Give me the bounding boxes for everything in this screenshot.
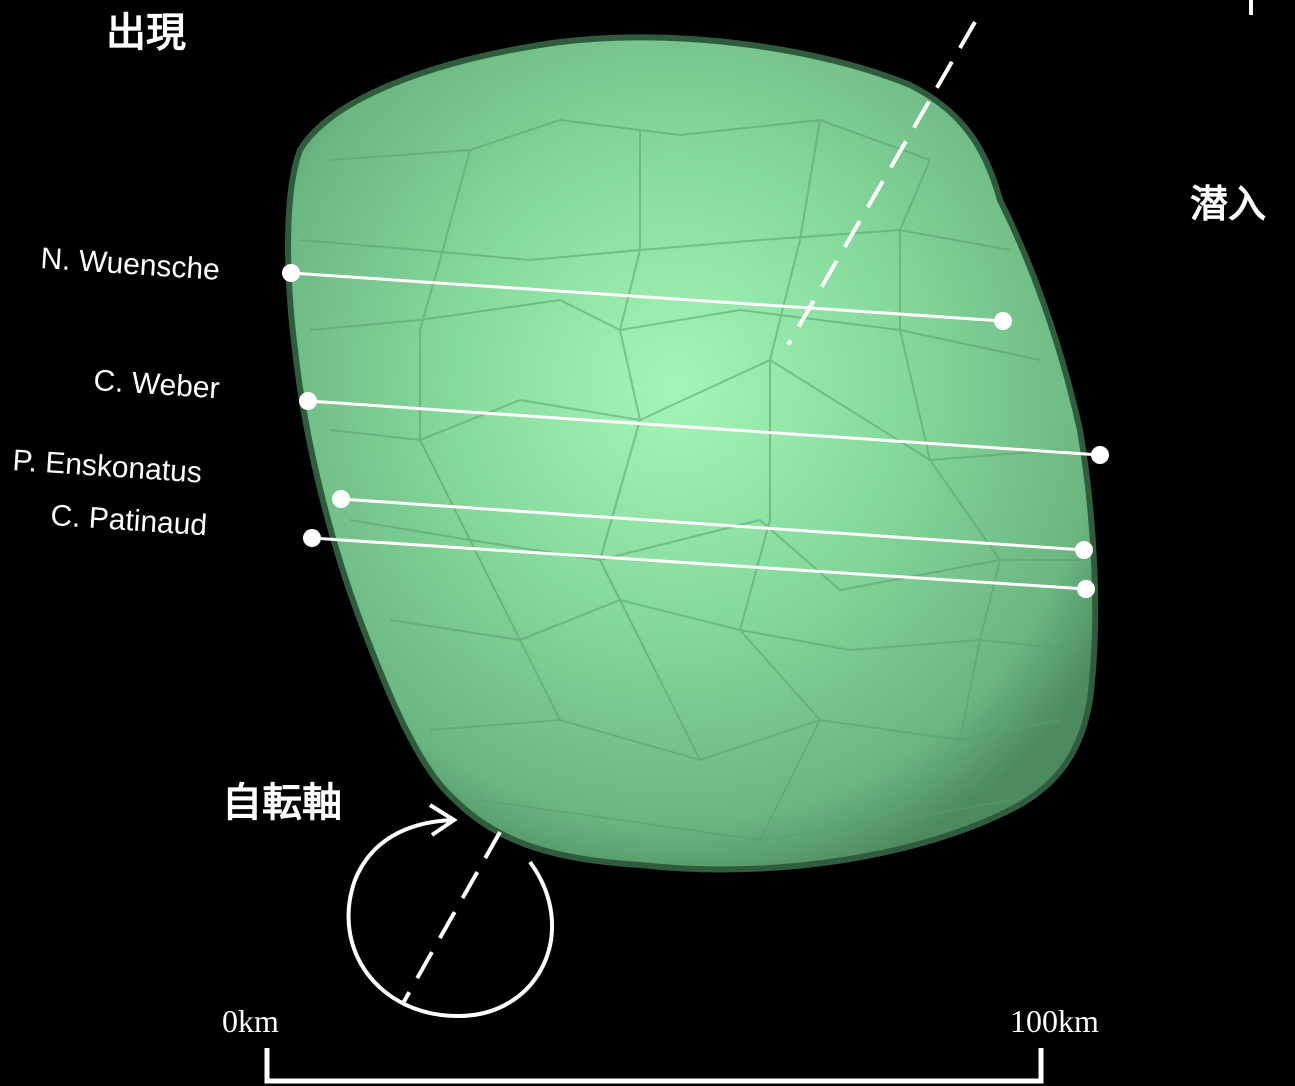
chord-start-dot: [332, 490, 350, 508]
asteroid-outline: [285, 34, 1099, 873]
rotation-axis-bottom: [400, 831, 502, 1006]
chord-start-dot: [282, 264, 300, 282]
chord-p-enskonatus: [332, 490, 1093, 559]
observer-label: C. Patinaud: [50, 499, 209, 542]
chord-end-dot: [994, 312, 1012, 330]
chord-c-weber: [299, 392, 1109, 464]
rotation-arrow-icon: [346, 803, 555, 1019]
scale-bar: 0km 100km: [222, 1003, 1099, 1084]
chord-end-dot: [1077, 580, 1095, 598]
chord-c-patinaud: [303, 529, 1095, 598]
chord-start-dot: [303, 529, 321, 547]
rotation-axis-top: [786, 20, 977, 347]
scale-end-label: 100km: [1010, 1003, 1099, 1039]
appear-label: 出現: [106, 10, 186, 56]
scale-start-label: 0km: [222, 1003, 279, 1039]
observer-label: N. Wuensche: [40, 242, 221, 287]
chord-start-dot: [299, 392, 317, 410]
asteroid-shape-model: [285, 34, 1099, 873]
observer-label: C. Weber: [93, 364, 221, 405]
facet-seams: [299, 118, 1081, 842]
observer-label: P. Enskonatus: [12, 444, 203, 489]
rotation-axis-label: 自転軸: [222, 780, 342, 826]
chord-end-dot: [1091, 446, 1109, 464]
chord-end-dot: [1075, 541, 1093, 559]
disappear-label: 潜入: [1190, 182, 1266, 226]
chord-n-wuensche: [282, 264, 1012, 330]
